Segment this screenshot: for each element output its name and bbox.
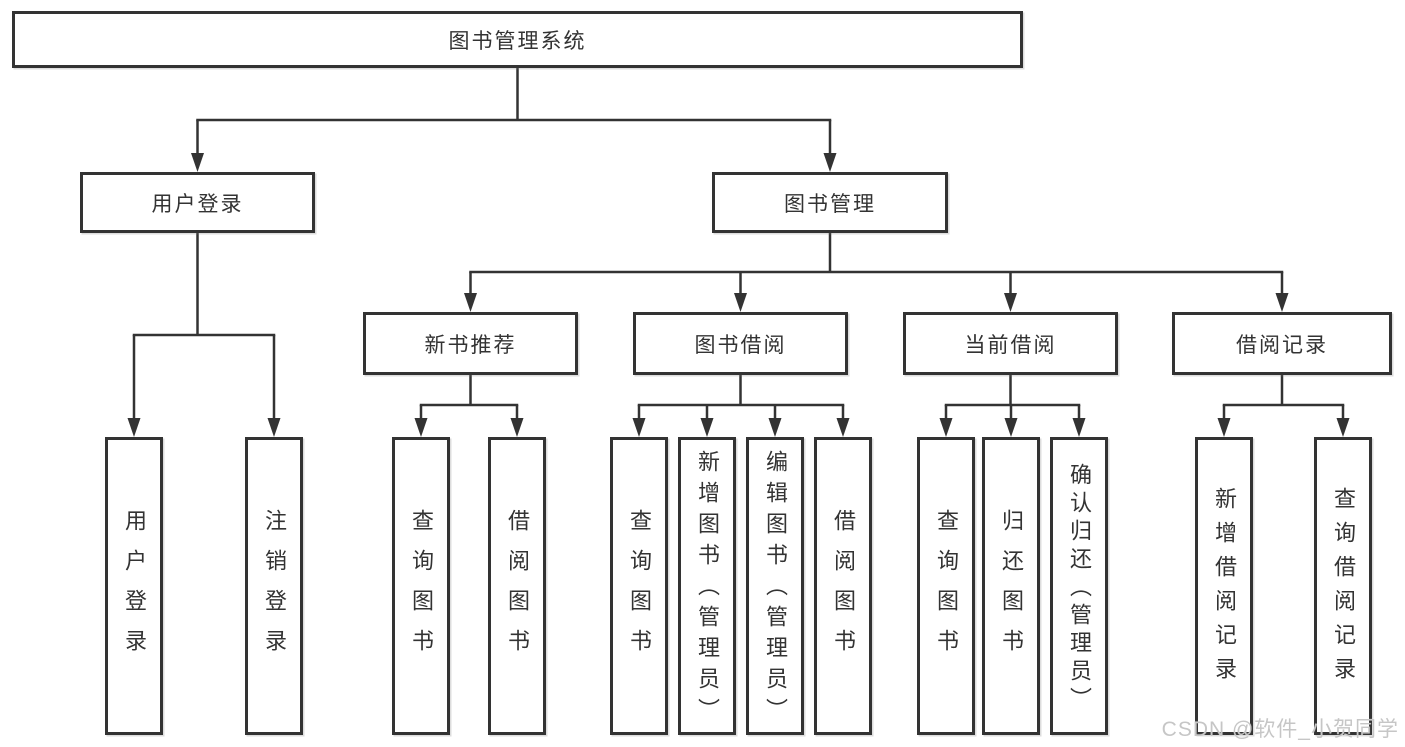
node-book-management: 图书管理 [712,172,948,233]
leaf-user-login: 用户登录 [105,437,163,735]
node-library-management-system: 图书管理系统 [12,11,1023,68]
arrowhead-icons [127,153,1350,437]
leaf-add-borrow-record: 新增借阅记录 [1195,437,1253,735]
node-book-borrowing: 图书借阅 [633,312,848,375]
leaf-borrow-books: 借阅图书 [488,437,546,735]
leaf-confirm-return-admin: 确认归还（管理员） [1050,437,1108,735]
leaf-query-books: 查询图书 [610,437,668,735]
leaf-logout: 注销登录 [245,437,303,735]
leaf-add-book-admin: 新增图书（管理员） [678,437,736,735]
csdn-watermark: CSDN @软件_小贺同学 [1161,718,1399,741]
leaf-query-books: 查询图书 [392,437,450,735]
leaf-query-books: 查询图书 [917,437,975,735]
node-new-book-recommendation: 新书推荐 [363,312,578,375]
leaf-edit-book-admin: 编辑图书（管理员） [746,437,804,735]
leaf-return-books: 归还图书 [982,437,1040,735]
leaf-query-borrow-record: 查询借阅记录 [1314,437,1372,735]
leaf-borrow-books: 借阅图书 [814,437,872,735]
node-user-login: 用户登录 [80,172,315,233]
node-current-borrowing: 当前借阅 [903,312,1118,375]
node-borrowing-records: 借阅记录 [1172,312,1392,375]
